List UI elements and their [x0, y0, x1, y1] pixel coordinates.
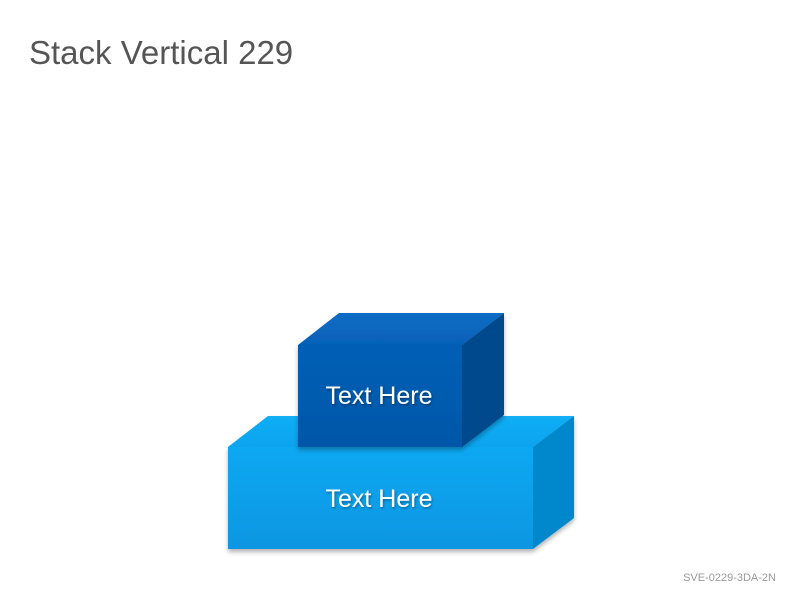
top-block: [298, 313, 504, 447]
slide-title: Stack Vertical 229: [29, 34, 294, 71]
slide-code: SVE-0229-3DA-2N: [683, 572, 776, 584]
bottom-block-front-face: [228, 447, 533, 549]
bottom-block-side-face: [533, 416, 574, 549]
top-block-label: Text Here: [326, 382, 433, 410]
top-block-side-face: [462, 313, 504, 447]
top-block-front-face: [298, 345, 462, 447]
top-block-top-face: [298, 313, 504, 345]
bottom-block-label: Text Here: [326, 485, 433, 513]
